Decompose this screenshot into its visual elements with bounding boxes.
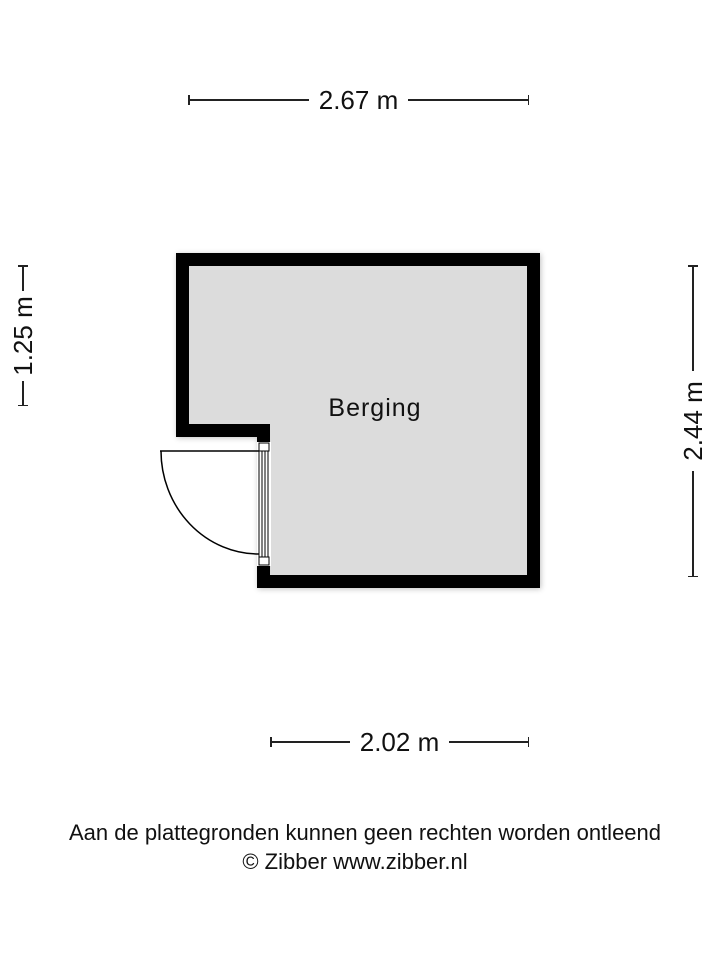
dimension-line	[22, 380, 24, 405]
dimension-line	[449, 741, 528, 743]
door-jamb-bottom	[258, 556, 270, 566]
dimension-tick	[18, 265, 28, 267]
room-label-berging: Berging	[328, 394, 422, 422]
dimension-tick	[688, 265, 698, 267]
room-floor-berging	[189, 266, 527, 575]
dimension-tick	[527, 95, 529, 105]
dimension-tick	[18, 404, 28, 406]
door-swing-arc	[160, 450, 260, 555]
disclaimer-text: Aan de plattegronden kunnen geen rechten…	[68, 820, 662, 845]
copyright-text: © Zibber www.zibber.nl	[242, 849, 468, 874]
dimension-line	[22, 266, 24, 291]
dimension-line	[271, 741, 350, 743]
dimension-tick	[527, 737, 529, 747]
dimension-line	[408, 99, 528, 101]
dimension-tick	[270, 737, 272, 747]
dimension-line	[189, 99, 309, 101]
dimension-line	[692, 471, 694, 576]
dimension-left: 1.25 m	[8, 265, 38, 425]
door-jamb-top	[258, 442, 270, 452]
dimension-top-label: 2.67 m	[318, 85, 399, 115]
dimension-line	[692, 266, 694, 371]
dimension-bottom: 2.02 m	[270, 727, 529, 757]
dimension-bottom-label: 2.02 m	[359, 727, 440, 757]
door-frame	[258, 451, 269, 557]
dimension-tick	[188, 95, 190, 105]
dimension-top: 2.67 m	[188, 85, 529, 115]
dimension-right: 2.44 m	[678, 265, 708, 577]
dimension-tick	[688, 575, 698, 577]
